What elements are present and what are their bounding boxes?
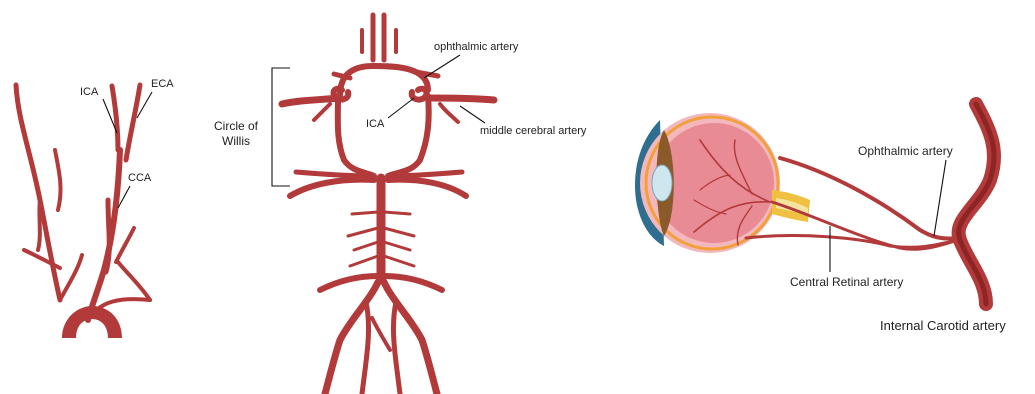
circle-of-willis-label-line2: Willis (222, 134, 250, 148)
willis-ica-leader-line (388, 98, 414, 118)
circle-of-willis-panel: Circle of Willis ophthalmic artery ICA m… (214, 15, 587, 394)
middle-cerebral-leader-line (460, 106, 485, 123)
middle-cerebral-artery-label: middle cerebral artery (480, 125, 587, 137)
central-retinal-artery-label: Central Retinal artery (790, 275, 903, 289)
neck-arteries-panel: ICA ECA CCA (16, 78, 174, 340)
ica-label: ICA (80, 86, 99, 98)
circle-of-willis-label-line1: Circle of (214, 119, 259, 133)
ophthalmic-artery-label: ophthalmic artery (434, 41, 519, 53)
ophthalmic-artery-eye-leader-line (934, 160, 946, 236)
neck-artery-tree (16, 85, 150, 340)
willis-ica-label: ICA (366, 118, 385, 130)
circle-of-willis-bracket (272, 68, 290, 186)
willis-artery-network (282, 15, 494, 394)
ophthalmic-artery-leader-line (424, 55, 460, 78)
internal-carotid-artery-label: Internal Carotid artery (880, 318, 1006, 333)
eye-arteries-panel: Ophthalmic artery Central Retinal artery… (635, 104, 1006, 333)
eyeball-illustration (635, 113, 810, 253)
ophthalmic-artery-eye-label: Ophthalmic artery (858, 144, 953, 158)
internal-carotid-vessel (959, 104, 994, 304)
eca-label: ECA (151, 78, 174, 90)
cca-label: CCA (128, 172, 152, 184)
